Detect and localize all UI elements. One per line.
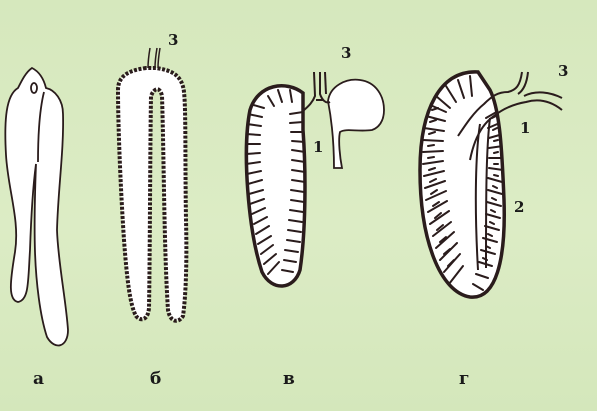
figure-v-right-lung [328, 80, 384, 168]
caption-v: в [283, 369, 295, 389]
figure-a-opening [31, 83, 37, 93]
caption-g: г [459, 369, 469, 389]
figure-a-outline [5, 68, 68, 345]
label-1-figure-g: 1 [520, 119, 530, 137]
label-3-figure-g: 3 [558, 62, 568, 80]
figure-b-tube-lungs [118, 48, 186, 321]
figure-b-trachea [148, 48, 160, 68]
label-2-figure-g: 2 [514, 198, 524, 216]
label-3-figure-b: 3 [168, 31, 178, 49]
figure-v-folded-lungs [246, 72, 384, 286]
figure-v-trachea [302, 72, 330, 112]
label-3-figure-v: 3 [341, 44, 351, 62]
label-1-figure-v: 1 [313, 138, 323, 156]
figure-g-alveolar-lung [420, 72, 562, 297]
caption-b: б [150, 369, 161, 389]
figure-b-lungs-outline [118, 68, 186, 321]
caption-a: а [33, 369, 44, 389]
figure-a-simple-lungs [5, 68, 68, 345]
